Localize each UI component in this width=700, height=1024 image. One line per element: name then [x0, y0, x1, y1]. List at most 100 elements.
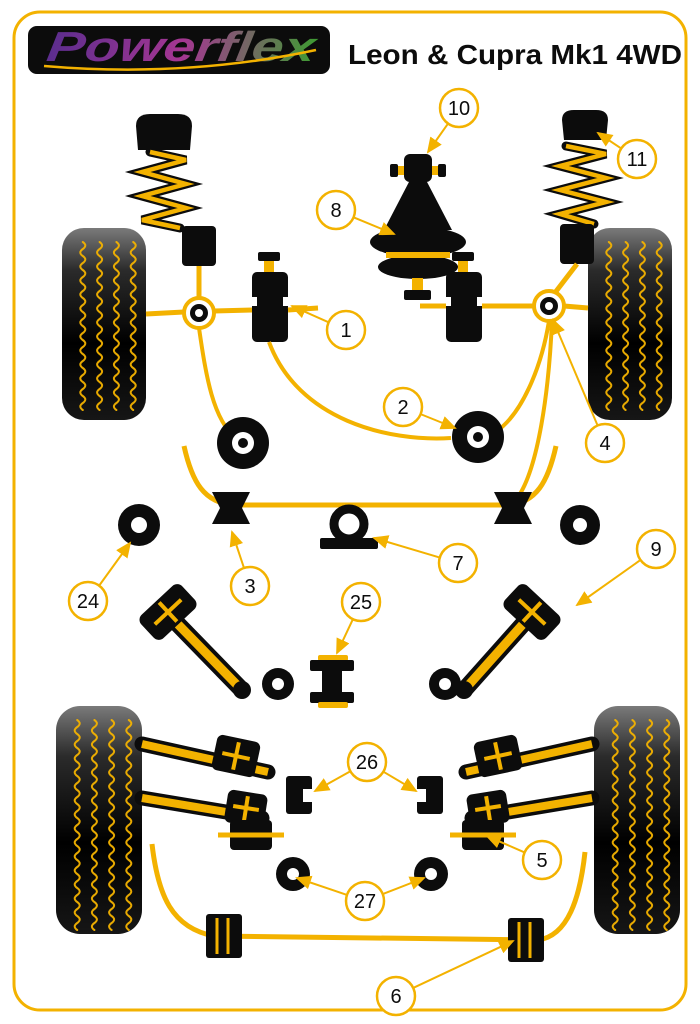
arm-inner-pivot: [233, 681, 251, 699]
callout-26-leader: [382, 770, 418, 793]
arm-link-left: [213, 307, 253, 314]
hub-link-right: [563, 303, 589, 311]
callout-7-leader: [372, 535, 441, 559]
steering-rack-mount-right: [560, 505, 600, 545]
callout-circle: [315, 189, 357, 231]
subframe-sweep: [267, 341, 452, 441]
bushing-hole: [425, 868, 437, 880]
callout-4-leader: [552, 318, 599, 426]
callout-circle: [437, 542, 479, 584]
subframe-bracket-bushing-left: [286, 776, 312, 814]
callout-9-leader: [575, 559, 642, 607]
mount-cone: [384, 180, 452, 230]
callout-24: 24: [67, 580, 109, 622]
callout-circle: [584, 422, 626, 464]
strut-rod: [552, 262, 579, 296]
callout-circle: [382, 386, 424, 428]
callout-number: 24: [77, 591, 99, 613]
callout-circle: [344, 880, 386, 922]
bracket-slot: [417, 789, 426, 802]
rear-lower-arm-right-lower: [464, 789, 600, 828]
bushing-hole: [439, 678, 451, 690]
bushing-groove-left: [446, 297, 451, 306]
callout-6-leader: [412, 940, 515, 989]
callout-circle: [616, 138, 658, 180]
tire-tread-line: [655, 241, 663, 411]
tire-tread-line: [646, 719, 654, 931]
bushing-body: [252, 272, 288, 342]
front-left-spring-strut: [124, 114, 216, 299]
arm-front-bushing: [503, 584, 561, 640]
bracket-slot: [303, 789, 312, 802]
callout-2-leader: [420, 413, 457, 430]
callout-4: 4: [584, 422, 626, 464]
center-spool-bushing: [310, 655, 354, 708]
front-right-ball-joint: [532, 289, 566, 323]
rear-mount-bushing-right: [429, 668, 461, 700]
callout-circle: [521, 839, 563, 881]
rear-beam-bushing-right: [414, 857, 448, 891]
callout-25-leader: [336, 618, 354, 655]
callout-8-leader: [353, 216, 396, 236]
callout-11-leader: [596, 131, 622, 150]
bushing-core: [473, 432, 483, 442]
front-arm-rear-bushing-left: [217, 417, 269, 469]
strut-top-mount: [136, 114, 192, 150]
callout-5-leader: [485, 835, 525, 854]
callout-27-leader: [295, 875, 348, 896]
callout-number: 6: [390, 986, 401, 1008]
front-wishbone-front-bushing-right: [446, 252, 482, 342]
rear-mount-bushing-left: [262, 668, 294, 700]
tire-tread-line: [129, 241, 137, 411]
bolt-vertical: [157, 601, 179, 623]
mount-bolt-end-left: [390, 164, 398, 177]
arb-bushing-right: [494, 492, 532, 524]
callout-2: 2: [382, 386, 424, 428]
hub-link-left: [145, 309, 185, 317]
tire-treads: [73, 241, 671, 931]
arm-bushing: [211, 734, 261, 778]
bracket-body: [417, 776, 443, 814]
mount-clamp: [320, 504, 378, 549]
callout-circle: [346, 741, 388, 783]
callout-circle: [635, 528, 677, 570]
callout-10-leader: [426, 122, 449, 154]
mount-lower-nut: [404, 290, 431, 300]
callout-number: 4: [599, 433, 610, 455]
tire-tread-line: [622, 241, 630, 411]
rear-lower-arm-left-upper: [134, 734, 276, 780]
tire-tread-line: [638, 241, 646, 411]
rear-trailing-arm-left: [139, 584, 251, 699]
callout-circle: [67, 580, 109, 622]
callout-number: 27: [354, 891, 376, 913]
callout-11: 11: [616, 138, 658, 180]
arm-body: [164, 610, 244, 692]
callout-circle: [375, 975, 417, 1017]
arb-bushing-left: [212, 492, 250, 524]
rear-lower-arm-left-lower: [134, 789, 270, 828]
tire-tread-line: [628, 719, 636, 931]
coil-spring: [551, 143, 615, 227]
bushing-block: [508, 918, 544, 962]
front-left-ball-joint: [182, 296, 216, 330]
spool-washer-top: [318, 655, 348, 661]
callout-number: 7: [452, 553, 463, 575]
callout-9: 9: [635, 528, 677, 570]
bushing-bolt-head: [258, 252, 280, 261]
rear-suspension: [56, 584, 680, 962]
front-anti-roll-bar: [181, 445, 559, 524]
front-subframe-links: [145, 303, 589, 499]
bushing-groove-left: [252, 297, 257, 306]
mount-top-bushing: [404, 154, 432, 182]
rear-inner-bushing-right: [450, 820, 516, 850]
tire-tread-line: [611, 719, 619, 931]
mount-bolt-end-right: [438, 164, 446, 177]
tire-tread-line: [96, 241, 104, 411]
callout-5: 5: [521, 839, 563, 881]
tire-tread-line: [73, 719, 81, 931]
callout-26-leader: [313, 770, 351, 792]
arm-bushing: [224, 789, 268, 828]
page-border: [12, 10, 688, 1012]
